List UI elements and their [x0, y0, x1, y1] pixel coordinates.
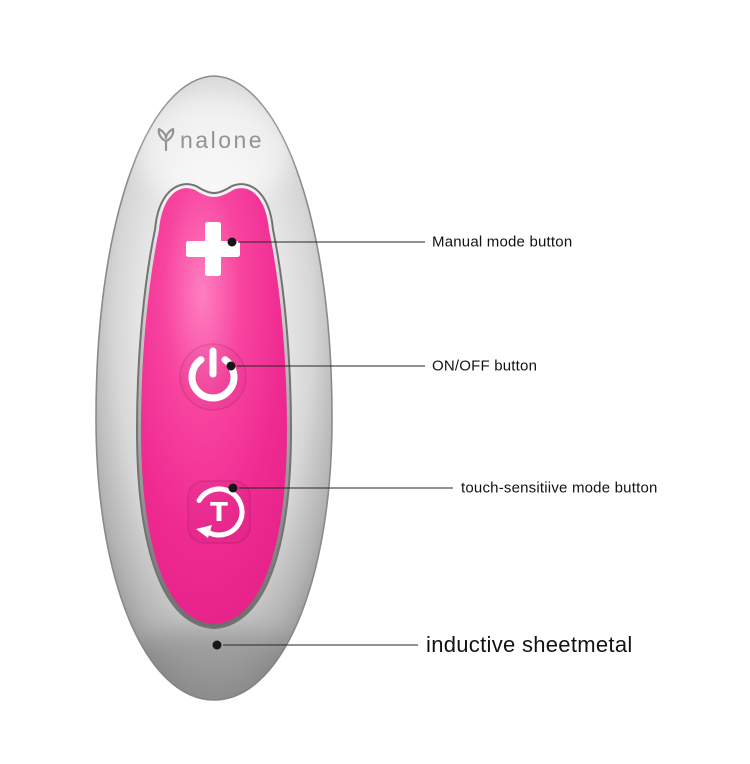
manual-mode-button [186, 222, 240, 276]
touch-mode-button: T [196, 486, 245, 538]
callout-label-touch-mode: touch-sensitiive mode button [461, 479, 658, 497]
callout-dot-on-off [226, 361, 236, 371]
callout-line-touch-mode [239, 487, 453, 489]
touch-mode-icon: T [196, 486, 245, 538]
brand-text: nalone [180, 127, 264, 153]
power-button [188, 347, 238, 402]
pink-panel [141, 188, 287, 624]
callout-line-inductive-sheetmetal [223, 644, 418, 646]
callout-dot-manual-mode [227, 237, 237, 247]
shell-top-highlight [136, 94, 292, 206]
callout-dot-inductive-sheetmetal [212, 640, 222, 650]
plus-icon [186, 222, 240, 276]
nalone-logo-icon [157, 127, 175, 152]
nalone-logo: nalone [157, 127, 264, 153]
touch-button-well [187, 480, 251, 544]
power-icon [188, 347, 238, 402]
callout-label-manual-mode: Manual mode button [432, 233, 573, 251]
callout-line-manual-mode [238, 241, 425, 243]
callout-dot-touch-mode [228, 483, 238, 493]
callout-label-inductive-sheetmetal: inductive sheetmetal [426, 632, 633, 657]
power-button-well [179, 343, 247, 411]
touch-mode-letter: T [210, 498, 228, 528]
callout-label-on-off: ON/OFF button [432, 357, 538, 375]
callout-line-on-off [237, 365, 425, 367]
